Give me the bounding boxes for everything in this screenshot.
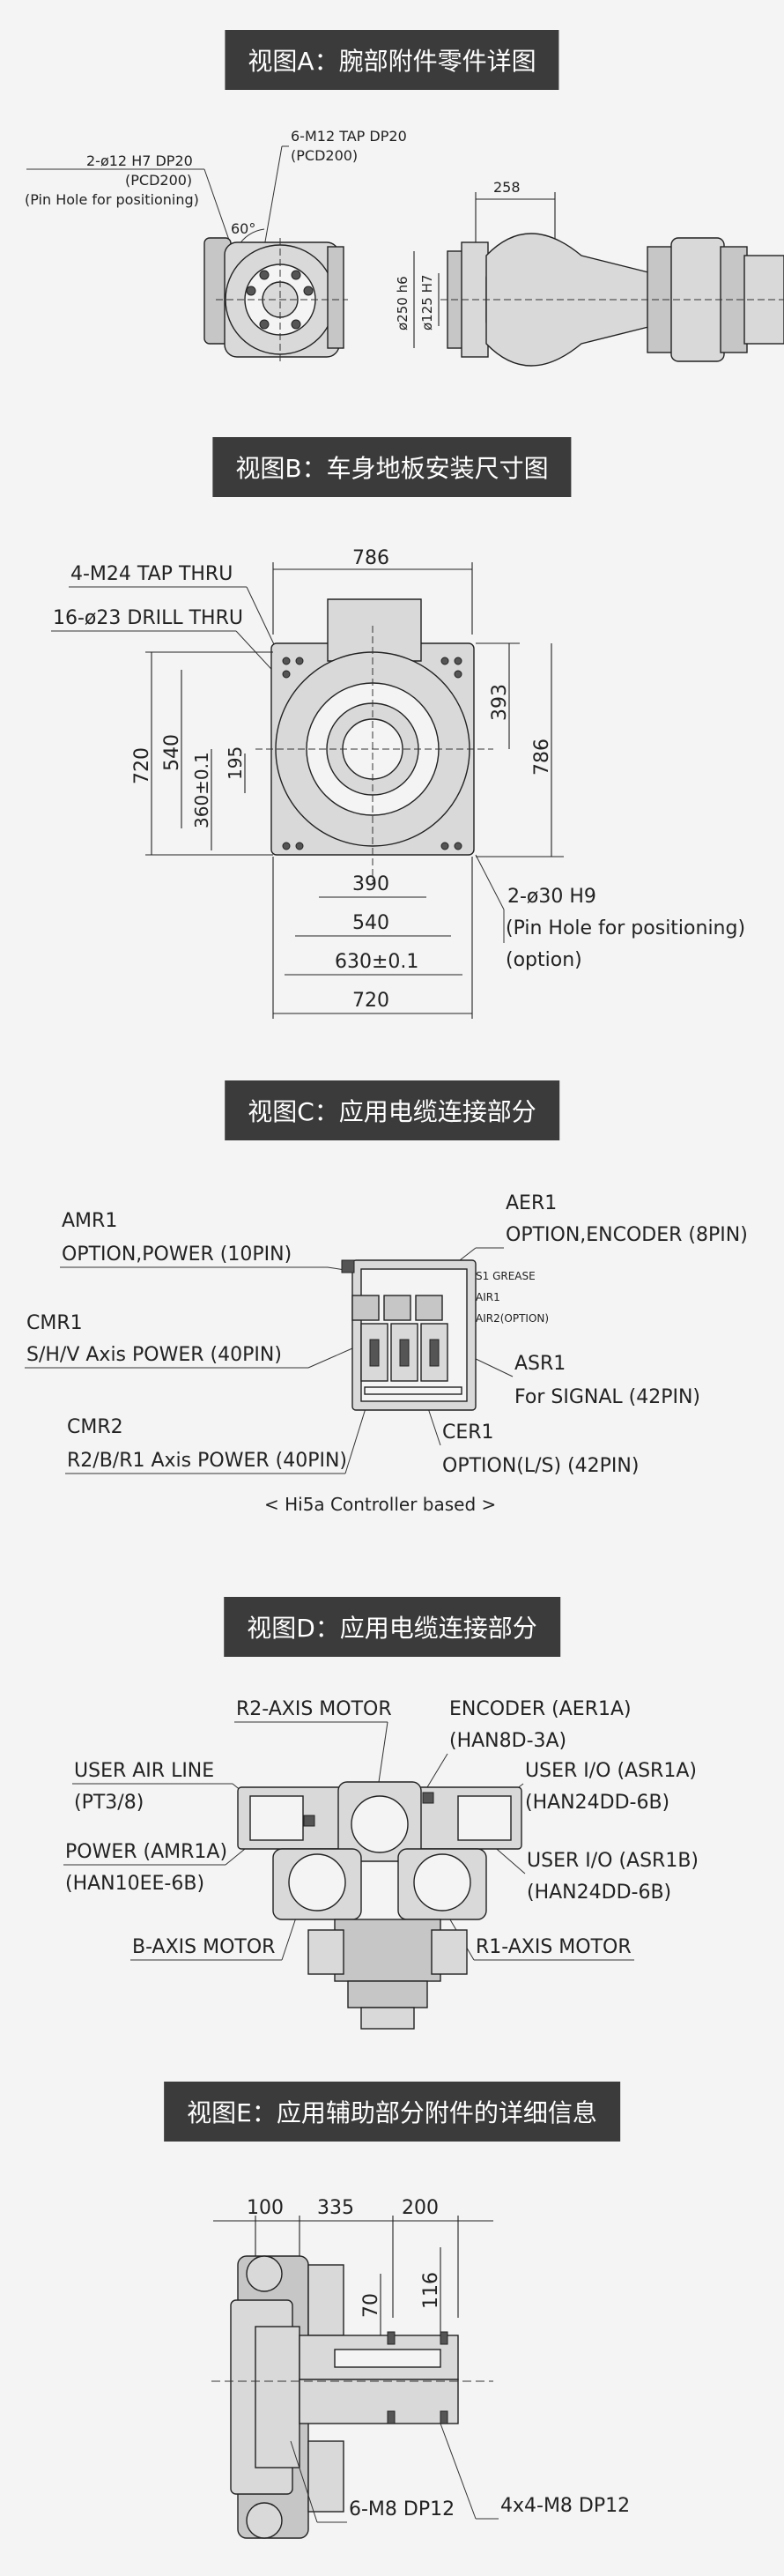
power-type: (HAN10EE-6B) (65, 1873, 204, 1895)
aer1-desc: OPTION,ENCODER (8PIN) (506, 1224, 748, 1246)
dim-100: 100 (247, 2197, 284, 2219)
dim-360-left: 360±0.1 (191, 752, 212, 828)
section-b-title: 视图B：车身地板安装尺寸图 (212, 437, 572, 497)
dim-540-bottom: 540 (352, 912, 389, 934)
air2-label: AIR2(OPTION) (476, 1312, 549, 1325)
pin-30-note: (Pin Hole for positioning) (506, 917, 745, 939)
tap-label: 6-M12 TAP DP20 (291, 128, 407, 145)
dim-195-left: 195 (225, 746, 246, 780)
cmr2-desc: R2/B/R1 Axis POWER (40PIN) (67, 1450, 347, 1472)
power-label: POWER (AMR1A) (65, 1841, 227, 1863)
encoder-type: (HAN8D-3A) (449, 1730, 566, 1752)
pin-hole-note: (Pin Hole for positioning) (25, 191, 199, 208)
cmr2-label: CMR2 (67, 1416, 123, 1438)
dim-116: 116 (420, 2272, 442, 2309)
cmr1-desc: S/H/V Axis POWER (40PIN) (26, 1344, 282, 1366)
section-d-title: 视图D：应用电缆连接部分 (224, 1597, 560, 1657)
dim-393: 393 (489, 684, 511, 721)
drill-thru-label: 16-ø23 DRILL THRU (53, 607, 243, 629)
pin-30-label: 2-ø30 H9 (507, 886, 596, 908)
air1-label: AIR1 (476, 1291, 500, 1303)
user-io-b-label: USER I/O (ASR1B) (527, 1850, 699, 1872)
dim-540-left: 540 (161, 734, 183, 771)
cmr1-label: CMR1 (26, 1312, 83, 1334)
section-a-title: 视图A：腕部附件零件详图 (225, 30, 559, 90)
dia-125: ø125 H7 (419, 275, 435, 330)
section-e-title: 视图E：应用辅助部分附件的详细信息 (164, 2082, 620, 2142)
angle-label: 60° (231, 220, 255, 237)
pin-hole-pcd: (PCD200) (125, 172, 192, 189)
auxiliary-drawing: 100 335 200 70 116 6-M8 DP12 4x4-M8 DP12 (211, 2197, 630, 2539)
asr1-desc: For SIGNAL (42PIN) (514, 1386, 700, 1408)
dia-250: ø250 h6 (395, 276, 410, 330)
controller-caption: < Hi5a Controller based > (264, 1494, 496, 1515)
dim-630: 630±0.1 (335, 951, 418, 973)
dim-720-bottom: 720 (352, 990, 389, 1012)
dim-335: 335 (317, 2197, 354, 2219)
section-c-title: 视图C：应用电缆连接部分 (225, 1080, 559, 1140)
cable-drawing: R2-AXIS MOTOR ENCODER (AER1A) (HAN8D-3A)… (63, 1698, 699, 2030)
dim-720-left: 720 (131, 747, 153, 784)
base-drawing: 4-M24 TAP THRU 16-ø23 DRILL THRU 786 393… (51, 547, 745, 1019)
dim-70: 70 (360, 2293, 382, 2318)
aer1-label: AER1 (506, 1192, 557, 1214)
pin-hole-label: 2-ø12 H7 DP20 (86, 152, 193, 169)
pin-30-option: (option) (506, 949, 582, 971)
dim-200: 200 (402, 2197, 439, 2219)
tap-thru-label: 4-M24 TAP THRU (70, 563, 233, 585)
b-motor-label: B-AXIS MOTOR (132, 1936, 275, 1958)
m8-4x4-label: 4x4-M8 DP12 (500, 2495, 630, 2517)
wrist-drawing: 2-ø12 H7 DP20 (PCD200) (Pin Hole for pos… (25, 128, 784, 367)
user-air-label: USER AIR LINE (74, 1760, 214, 1782)
controller-drawing: AMR1 OPTION,POWER (10PIN) AER1 OPTION,EN… (25, 1192, 748, 1515)
dim-786-top: 786 (352, 547, 389, 569)
amr1-label: AMR1 (62, 1210, 117, 1232)
dim-390: 390 (352, 873, 389, 895)
cer1-label: CER1 (442, 1422, 494, 1444)
m8-6-label: 6-M8 DP12 (349, 2498, 455, 2520)
asr1-label: ASR1 (514, 1353, 566, 1375)
amr1-desc: OPTION,POWER (10PIN) (62, 1243, 292, 1266)
r2-motor-label: R2-AXIS MOTOR (236, 1698, 392, 1720)
width-258: 258 (493, 179, 521, 196)
r1-motor-label: R1-AXIS MOTOR (476, 1936, 632, 1958)
user-io-a-label: USER I/O (ASR1A) (525, 1760, 697, 1782)
cer1-desc: OPTION(L/S) (42PIN) (442, 1455, 639, 1477)
user-io-a-type: (HAN24DD-6B) (525, 1792, 669, 1814)
tap-pcd: (PCD200) (291, 147, 358, 164)
s1-grease-label: S1 GREASE (476, 1270, 536, 1282)
encoder-label: ENCODER (AER1A) (449, 1698, 632, 1720)
user-air-type: (PT3/8) (74, 1792, 144, 1814)
user-io-b-type: (HAN24DD-6B) (527, 1882, 671, 1904)
dim-786-right: 786 (531, 739, 553, 776)
